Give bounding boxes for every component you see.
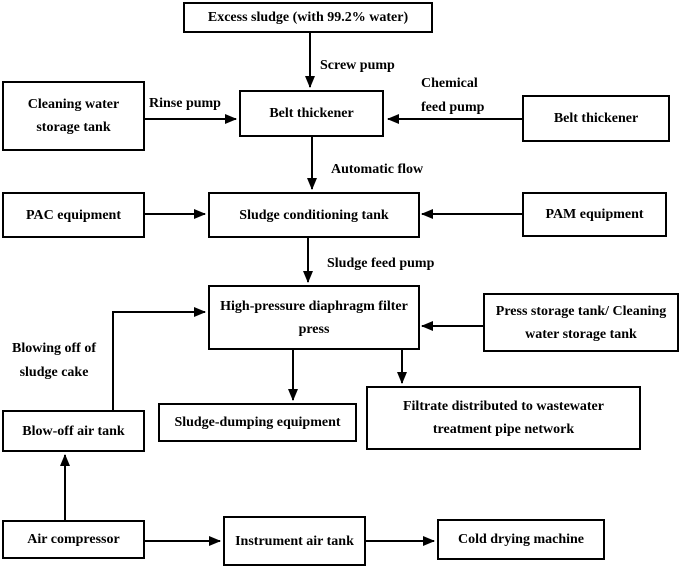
- edge-label-chemical-feed-pump: Chemical feed pump: [421, 76, 485, 115]
- edge-label-rinse-pump: Rinse pump: [149, 96, 221, 111]
- node-filter-press: High-pressure diaphragm filter press: [208, 285, 420, 350]
- node-press-storage-tank: Press storage tank/ Cleaning water stora…: [483, 293, 679, 352]
- node-sludge-conditioning-tank: Sludge conditioning tank: [208, 192, 420, 238]
- edge-label-blowing-off-sludge-cake: Blowing off of sludge cake: [12, 341, 96, 380]
- node-belt-thickener: Belt thickener: [239, 90, 384, 137]
- node-cleaning-water-storage-tank: Cleaning water storage tank: [2, 81, 145, 151]
- node-blow-off-air-tank: Blow-off air tank: [2, 410, 145, 452]
- edge-label-sludge-feed-pump: Sludge feed pump: [327, 256, 435, 271]
- arrow-blowoff-to-press: [112, 307, 206, 410]
- node-filtrate-network: Filtrate distributed to wastewater treat…: [366, 386, 641, 450]
- node-pac-equipment: PAC equipment: [2, 192, 145, 238]
- node-sludge-dumping-equipment: Sludge-dumping equipment: [158, 403, 357, 442]
- node-pam-equipment: PAM equipment: [522, 192, 667, 237]
- edge-label-screw-pump: Screw pump: [320, 58, 395, 73]
- node-instrument-air-tank: Instrument air tank: [223, 516, 366, 566]
- node-excess-sludge: Excess sludge (with 99.2% water): [183, 2, 433, 33]
- node-cold-drying-machine: Cold drying machine: [437, 519, 605, 560]
- edge-label-automatic-flow: Automatic flow: [331, 162, 424, 177]
- node-belt-thickener-right: Belt thickener: [522, 95, 670, 142]
- node-air-compressor: Air compressor: [2, 520, 145, 559]
